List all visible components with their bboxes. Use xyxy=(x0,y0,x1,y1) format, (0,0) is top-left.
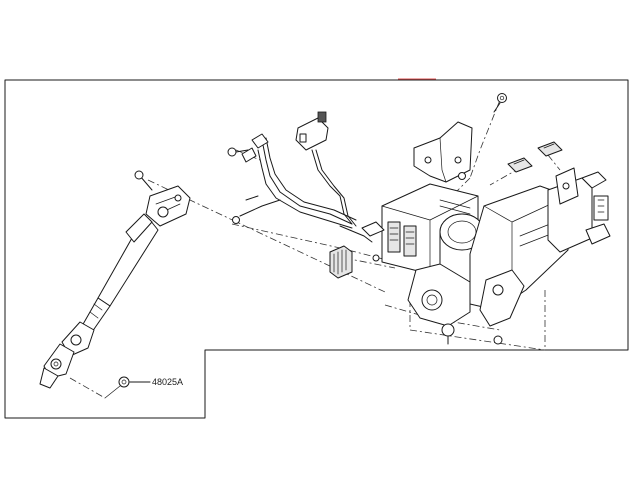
bolt-48025a xyxy=(118,376,151,388)
harness-plug xyxy=(361,221,385,262)
clip-1 xyxy=(507,157,533,173)
label-leader-48025a xyxy=(104,385,121,399)
intermediate-shaft xyxy=(39,170,191,389)
part-label-48025a: 48025A xyxy=(152,377,183,387)
wiring-harness xyxy=(227,111,373,243)
small-connector xyxy=(329,245,353,279)
clip-2 xyxy=(537,141,563,157)
upper-bracket xyxy=(413,93,507,183)
steering-column-assembly xyxy=(381,167,611,345)
diagram-frame xyxy=(4,79,629,419)
